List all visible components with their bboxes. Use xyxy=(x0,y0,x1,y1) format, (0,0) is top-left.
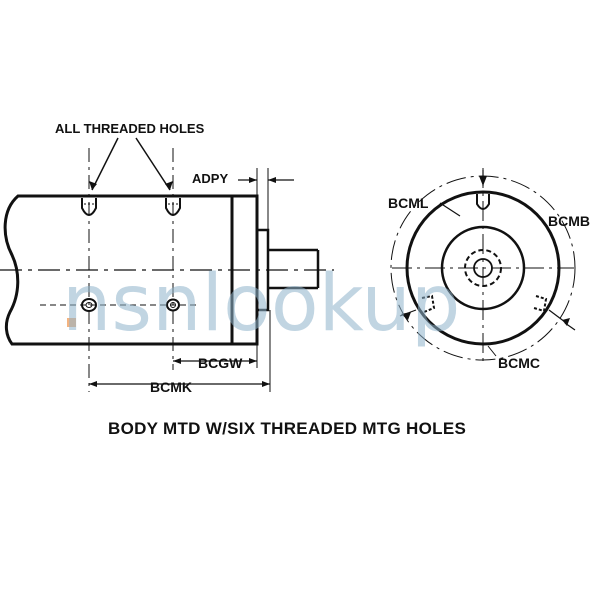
end-hole-lower-left xyxy=(421,294,436,313)
threaded-hole-top-left xyxy=(81,198,97,216)
bcml-leader xyxy=(439,202,461,217)
label-all-threaded-holes: ALL THREADED HOLES xyxy=(55,121,205,136)
leader-left xyxy=(91,137,119,191)
label-bcmk: BCMK xyxy=(150,379,192,395)
label-adpy: ADPY xyxy=(192,171,228,186)
end-view xyxy=(390,168,576,366)
end-hole-lower-right xyxy=(533,295,548,313)
leader-right xyxy=(135,137,171,191)
label-bcmb: BCMB xyxy=(548,213,590,229)
caption: BODY MTD W/SIX THREADED MTG HOLES xyxy=(108,419,466,438)
body-outline xyxy=(3,194,232,346)
label-bcml: BCML xyxy=(388,195,429,211)
label-bcgw: BCGW xyxy=(198,355,243,371)
threaded-hole-top-right xyxy=(165,198,181,216)
end-hole-top xyxy=(476,194,490,210)
threaded-hole-face-right xyxy=(166,298,180,312)
label-bcmc: BCMC xyxy=(498,355,540,371)
side-view xyxy=(0,137,334,392)
watermark-dot xyxy=(67,318,76,327)
shaft xyxy=(268,248,320,290)
bcmc-pointer xyxy=(487,345,497,357)
watermark-text: nsnlookup xyxy=(62,259,460,349)
